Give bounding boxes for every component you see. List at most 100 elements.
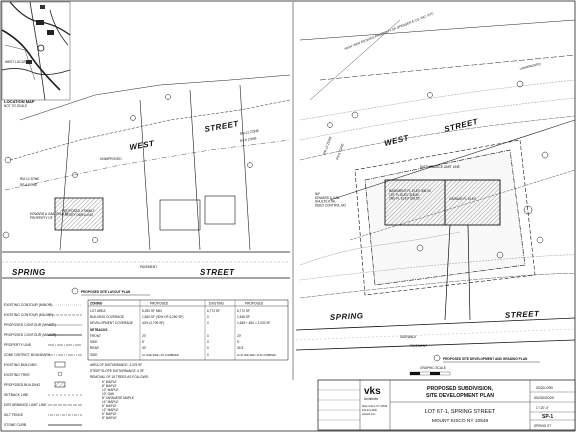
zoning-note: REMOVAL OF 18 TREES AS FOLLOWS: [90, 375, 149, 379]
zoning-note: 12" MAPLE [102, 388, 118, 392]
legend-item: DISTURBANCE LIMIT LINE [4, 403, 47, 407]
zoning-table: ZONING PROPOSED EXISTING PROPOSED LOT AR… [87, 299, 289, 420]
dev-sidewalk-label: SIDEWALK [400, 335, 417, 339]
zoning-cell: 0 [207, 334, 209, 338]
zoning-note: 8" JAPANESE MAPLE [102, 396, 134, 400]
legend-item: SILT FENCE [4, 413, 24, 417]
dev-zone-label-1: RM-12 ZONE [322, 136, 332, 156]
layout-street-street-bottom: STREET [200, 268, 235, 277]
legend-item: PROPOSED CONTOUR (MAJOR) [4, 333, 56, 337]
layout-street-spring: SPRING [12, 268, 46, 277]
zoning-cell: 5' [237, 340, 240, 344]
zoning-cell: 34.5' [237, 346, 244, 350]
dev-street-street-bottom: STREET [505, 309, 541, 320]
zoning-header: PROPOSED [150, 302, 169, 306]
development-plan: HIGH VIEW ESTATES PROPERTY OF SPENSER & … [295, 11, 576, 376]
dev-plan-caption: PROPOSED SITE DEVELOPMENT AND GRADING PL… [443, 357, 528, 361]
graphic-scale-label: GRAPHIC SCALE [420, 366, 446, 370]
zoning-note: 12" MAPLE [102, 408, 118, 412]
layout-zone-label-4: RS-6 ZONE [20, 183, 37, 187]
legend-item: SETBACK LINE [4, 393, 29, 397]
job-number: 2020-090 [536, 385, 554, 390]
zoning-cell: REAR [90, 346, 100, 350]
zoning-cell: FRONT [90, 334, 101, 338]
zoning-cell: 6,772 SF [237, 309, 250, 313]
dev-proposed-garage [444, 179, 501, 226]
zoning-note: 6" MAPLE [102, 412, 117, 416]
firm-name: Architects [364, 397, 378, 401]
zoning-cell: 10.33' ONE SIDE / 20.33' COMBINED [237, 355, 276, 357]
dev-disturbance-label: DISTURBANCE LIMIT LINE [420, 165, 460, 169]
legend-item: EXISTING CONTOUR (MAJOR) [4, 313, 53, 317]
zoning-cell: 6,772 SF [207, 309, 220, 313]
legend-item: ZONE DISTRICT BOUNDARY [4, 353, 51, 357]
title-block: vks Architects Mount Kisco, NY 10549 914… [317, 379, 576, 431]
dev-street-west: WEST [383, 133, 410, 148]
sheet-number: SP-1 [542, 414, 553, 420]
zoning-header: EXISTING [209, 302, 224, 306]
zoning-cell: 0 [207, 315, 209, 319]
zoning-cell: 1,548 + 484 = 2,032 SF [237, 321, 271, 325]
zoning-cell: LOT AREA [90, 309, 106, 313]
dev-street-street-top: STREET [443, 117, 479, 134]
legend-item: EXISTING BUILDING [4, 363, 37, 367]
dev-garage-label: GARAGE FL ELEV [449, 197, 477, 201]
zoning-cell: 20' [142, 334, 147, 338]
zoning-cell: 30' [142, 346, 147, 350]
zoning-cell: 20' [237, 334, 242, 338]
drawing-scale: 1"=20'-0" [536, 406, 549, 410]
zoning-cell: SIDE [90, 353, 97, 357]
layout-zone-label-1: RM-12 ZONE [239, 129, 259, 136]
zoning-cell: 0 [207, 340, 209, 344]
zoning-note: 6" MAPLE [102, 404, 117, 408]
zoning-note: 10" OAK [102, 392, 115, 396]
layout-zone-label-2: RS-6 ZONE [239, 136, 256, 143]
dev-proposed-house [384, 179, 446, 226]
dev-unimproved-label: UNIMPROVED [519, 62, 542, 71]
zoning-title: ZONING [90, 302, 103, 306]
project-lot: LOT 67-1, SPRING STREET [425, 409, 496, 415]
zoning-cell: SIDE [90, 340, 97, 344]
layout-unimproved-label: UNIMPROVED [100, 157, 122, 161]
legend-item: STONE CURB [4, 423, 27, 427]
zoning-note: 8" MAPLE [102, 384, 117, 388]
layout-street-west: WEST [129, 139, 156, 152]
layout-street-street-top: STREET [204, 119, 240, 134]
sheet-label: SPRING ST [534, 424, 551, 428]
firm-line: Mount Kisco, NY 10549 [362, 405, 388, 408]
zoning-cell: 0 [207, 353, 209, 357]
zoning-header: PROPOSED [245, 302, 264, 306]
firm-line: 914-241-3040 [362, 409, 378, 412]
location-map-subtitle: NOT TO SCALE [4, 104, 27, 108]
project-town: MOUNT KISCO NY 10549 [432, 418, 489, 424]
zoning-cell: 40% (2,709 SF) [142, 321, 164, 325]
layout-zone-label-3: RM-12 ZONE [20, 177, 39, 181]
layout-proposed-house [54, 197, 104, 231]
zoning-cell: DEVELOPMENT COVERAGE [90, 321, 133, 325]
zoning-note: 14" MAPLE [102, 400, 118, 404]
dev-zone-label-2: RS-6 ZONE [335, 143, 345, 160]
zoning-cell: BUILDING COVERAGE [90, 315, 124, 319]
location-map: WEST LOCATION LOCATION MAP NOT TO SCALE [1, 1, 71, 108]
layout-plan-caption: PROPOSED SITE LAYOUT PLAN [81, 290, 131, 294]
zoning-note: AREA OF DISTURBANCE: 4,375 SF [90, 363, 142, 367]
firm-line: vksarch.com [362, 413, 375, 416]
project-title-2: SITE DEVELOPMENT PLAN [426, 393, 494, 399]
location-map-label: WEST LOCATION [5, 60, 32, 64]
zoning-cell: 1,840 SF (30% OF 6,250 SF) [142, 315, 183, 319]
zoning-note: 8" MAPLE [102, 416, 117, 420]
zoning-cell: 0 [207, 321, 209, 325]
location-map-title: LOCATION MAP [4, 99, 35, 104]
project-title-1: PROPOSED SUBDIVISION, [427, 386, 494, 392]
legend-item: PROPOSED CONTOUR (MINOR) [4, 323, 56, 327]
drawing-date: 05/30/2020 [534, 395, 555, 400]
layout-pavement-label: PAVEMENT [140, 265, 157, 269]
